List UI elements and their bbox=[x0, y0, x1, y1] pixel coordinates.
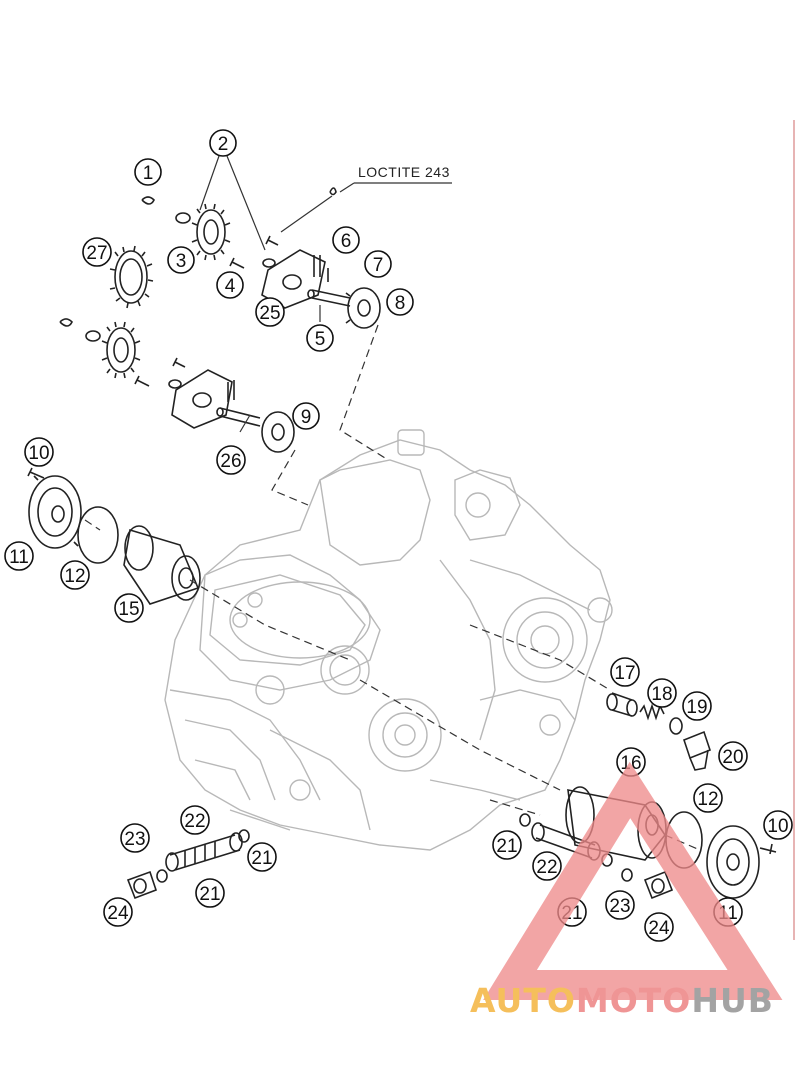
callout-12-left: 12 bbox=[60, 560, 90, 590]
callout-20: 20 bbox=[718, 741, 748, 771]
svg-text:25: 25 bbox=[259, 303, 280, 324]
callout-24-b: 24 bbox=[644, 912, 674, 942]
loctite-label: LOCTITE 243 bbox=[358, 164, 450, 180]
svg-text:11: 11 bbox=[9, 547, 29, 568]
callout-17: 17 bbox=[610, 657, 640, 687]
callout-27: 27 bbox=[82, 237, 112, 267]
watermark-hub: HUB bbox=[691, 981, 774, 1020]
callout-22-b: 22 bbox=[532, 851, 562, 881]
svg-text:23: 23 bbox=[124, 829, 145, 850]
engine-crankcase bbox=[164, 429, 613, 851]
assembly-guide-lines bbox=[84, 324, 701, 851]
callout-12-right: 12 bbox=[693, 783, 723, 813]
callout-7: 7 bbox=[364, 250, 392, 278]
oil-pump-lower-assembly bbox=[59, 318, 295, 453]
svg-text:23: 23 bbox=[609, 896, 630, 917]
callout-23-a: 23 bbox=[120, 823, 150, 853]
svg-text:10: 10 bbox=[767, 816, 788, 837]
svg-text:27: 27 bbox=[86, 243, 107, 264]
oil-pump-upper-assembly bbox=[109, 187, 381, 329]
left-oil-filter-assembly bbox=[27, 467, 201, 605]
watermark-moto: MOTO bbox=[576, 981, 691, 1020]
callout-18: 18 bbox=[647, 678, 677, 708]
svg-text:3: 3 bbox=[176, 251, 187, 272]
callout-6: 6 bbox=[332, 226, 360, 254]
callout-9: 9 bbox=[292, 402, 320, 430]
svg-text:12: 12 bbox=[697, 789, 718, 810]
svg-text:8: 8 bbox=[395, 293, 406, 314]
svg-text:21: 21 bbox=[251, 848, 272, 869]
svg-text:AUTOMOTOHUB: AUTOMOTOHUB bbox=[470, 981, 774, 1020]
svg-text:20: 20 bbox=[722, 747, 743, 768]
svg-text:18: 18 bbox=[651, 684, 672, 705]
svg-text:6: 6 bbox=[341, 231, 352, 252]
right-edge-rule bbox=[793, 120, 795, 940]
leader-lines bbox=[199, 155, 452, 433]
svg-text:5: 5 bbox=[315, 329, 326, 350]
callout-21-c: 21 bbox=[492, 830, 522, 860]
svg-text:21: 21 bbox=[199, 884, 220, 905]
callout-24-a: 24 bbox=[103, 897, 133, 927]
callout-21-a: 21 bbox=[247, 842, 277, 872]
svg-text:10: 10 bbox=[28, 443, 49, 464]
svg-text:26: 26 bbox=[220, 451, 241, 472]
callout-2: 2 bbox=[209, 129, 237, 157]
svg-text:17: 17 bbox=[614, 663, 635, 684]
svg-text:22: 22 bbox=[536, 857, 557, 878]
svg-text:9: 9 bbox=[301, 407, 312, 428]
callout-10-right: 10 bbox=[763, 810, 793, 840]
callout-4: 4 bbox=[216, 271, 244, 299]
callout-5: 5 bbox=[306, 324, 334, 352]
svg-text:7: 7 bbox=[373, 255, 384, 276]
watermark-auto: AUTO bbox=[470, 981, 576, 1020]
callouts: 1 2 3 4 5 6 7 8 9 10 10 11 11 12 12 15 1… bbox=[4, 129, 793, 942]
callout-23-b: 23 bbox=[605, 890, 635, 920]
svg-text:1: 1 bbox=[143, 163, 154, 184]
callout-25: 25 bbox=[255, 297, 285, 327]
svg-text:24: 24 bbox=[648, 918, 670, 939]
callout-19: 19 bbox=[682, 691, 712, 721]
callout-22-a: 22 bbox=[180, 805, 210, 835]
svg-text:12: 12 bbox=[64, 566, 85, 587]
callout-3: 3 bbox=[167, 246, 195, 274]
svg-text:22: 22 bbox=[184, 811, 205, 832]
callout-26: 26 bbox=[216, 445, 246, 475]
automotohub-watermark: AUTOMOTOHUB bbox=[470, 761, 783, 1020]
svg-text:15: 15 bbox=[118, 599, 139, 620]
watermark-triangle-icon bbox=[483, 761, 783, 1000]
callout-10-left: 10 bbox=[24, 437, 54, 467]
svg-text:4: 4 bbox=[225, 276, 236, 297]
callout-21-b: 21 bbox=[195, 878, 225, 908]
callout-8: 8 bbox=[386, 288, 414, 316]
callout-11-left: 11 bbox=[4, 541, 34, 571]
drain-plug-parts bbox=[126, 813, 674, 900]
callout-1: 1 bbox=[134, 158, 162, 186]
callout-15: 15 bbox=[114, 593, 144, 623]
svg-text:24: 24 bbox=[107, 903, 129, 924]
svg-text:2: 2 bbox=[218, 134, 229, 155]
svg-text:19: 19 bbox=[686, 697, 707, 718]
svg-text:21: 21 bbox=[496, 836, 517, 857]
